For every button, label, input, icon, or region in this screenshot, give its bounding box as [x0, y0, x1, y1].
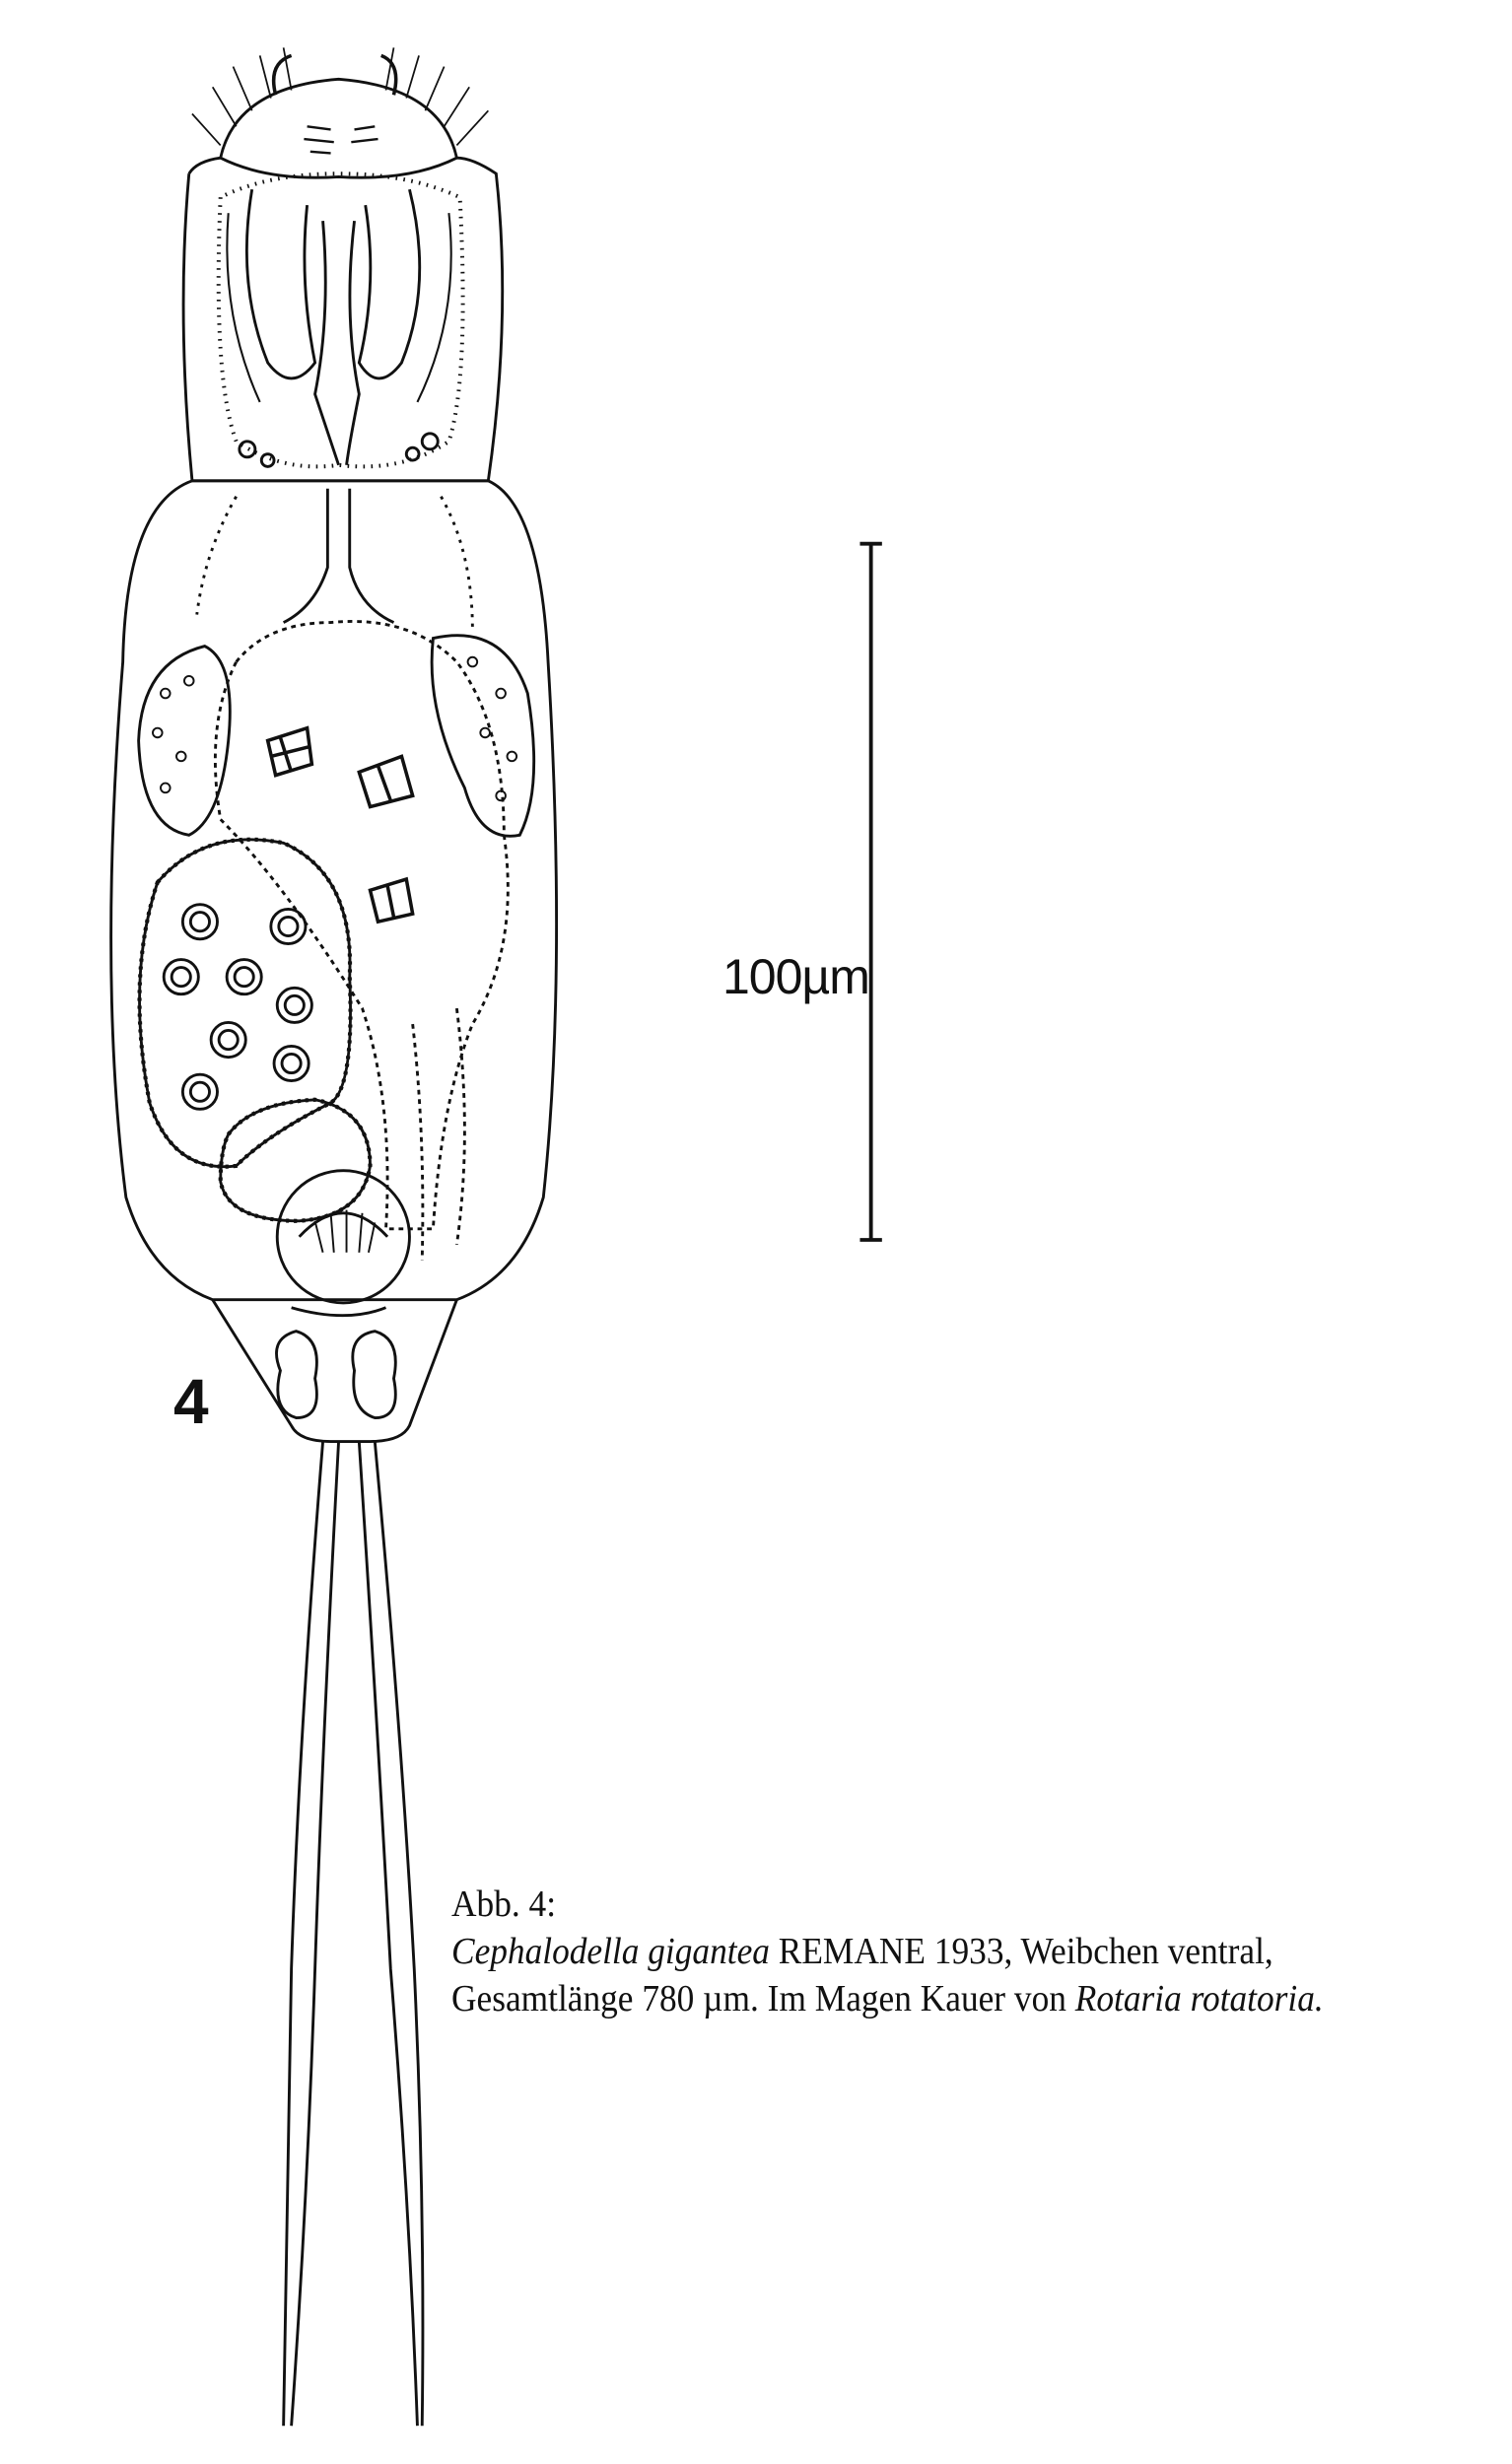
scale-bar-label: 100µm: [722, 949, 870, 1004]
head: [181, 156, 505, 483]
caption-title: Abb. 4:: [451, 1883, 557, 1925]
toes: [282, 1441, 425, 2427]
prey-species-name: Rotaria rotatoria.: [1074, 1978, 1324, 2019]
caption-line-2: Cephalodella gigantea REMANE 1933, Weibc…: [451, 1928, 1324, 1975]
figure-caption: Abb. 4: Cephalodella gigantea REMANE 193…: [451, 1881, 1324, 2022]
corona: [191, 47, 490, 179]
stomach: [213, 620, 510, 1231]
foot: [211, 1298, 458, 1443]
caption-line-3: Gesamtlänge 780 µm. Im Magen Kauer von R…: [451, 1975, 1324, 2022]
scale-bar: [859, 541, 882, 1242]
species-name: Cephalodella gigantea: [451, 1931, 770, 1972]
figure-number: 4: [173, 1366, 209, 1437]
caption-text: Gesamtlänge 780 µm. Im Magen Kauer von: [451, 1978, 1075, 2019]
caption-text: REMANE 1933, Weibchen ventral,: [769, 1931, 1273, 1972]
trunk: [109, 479, 559, 1305]
